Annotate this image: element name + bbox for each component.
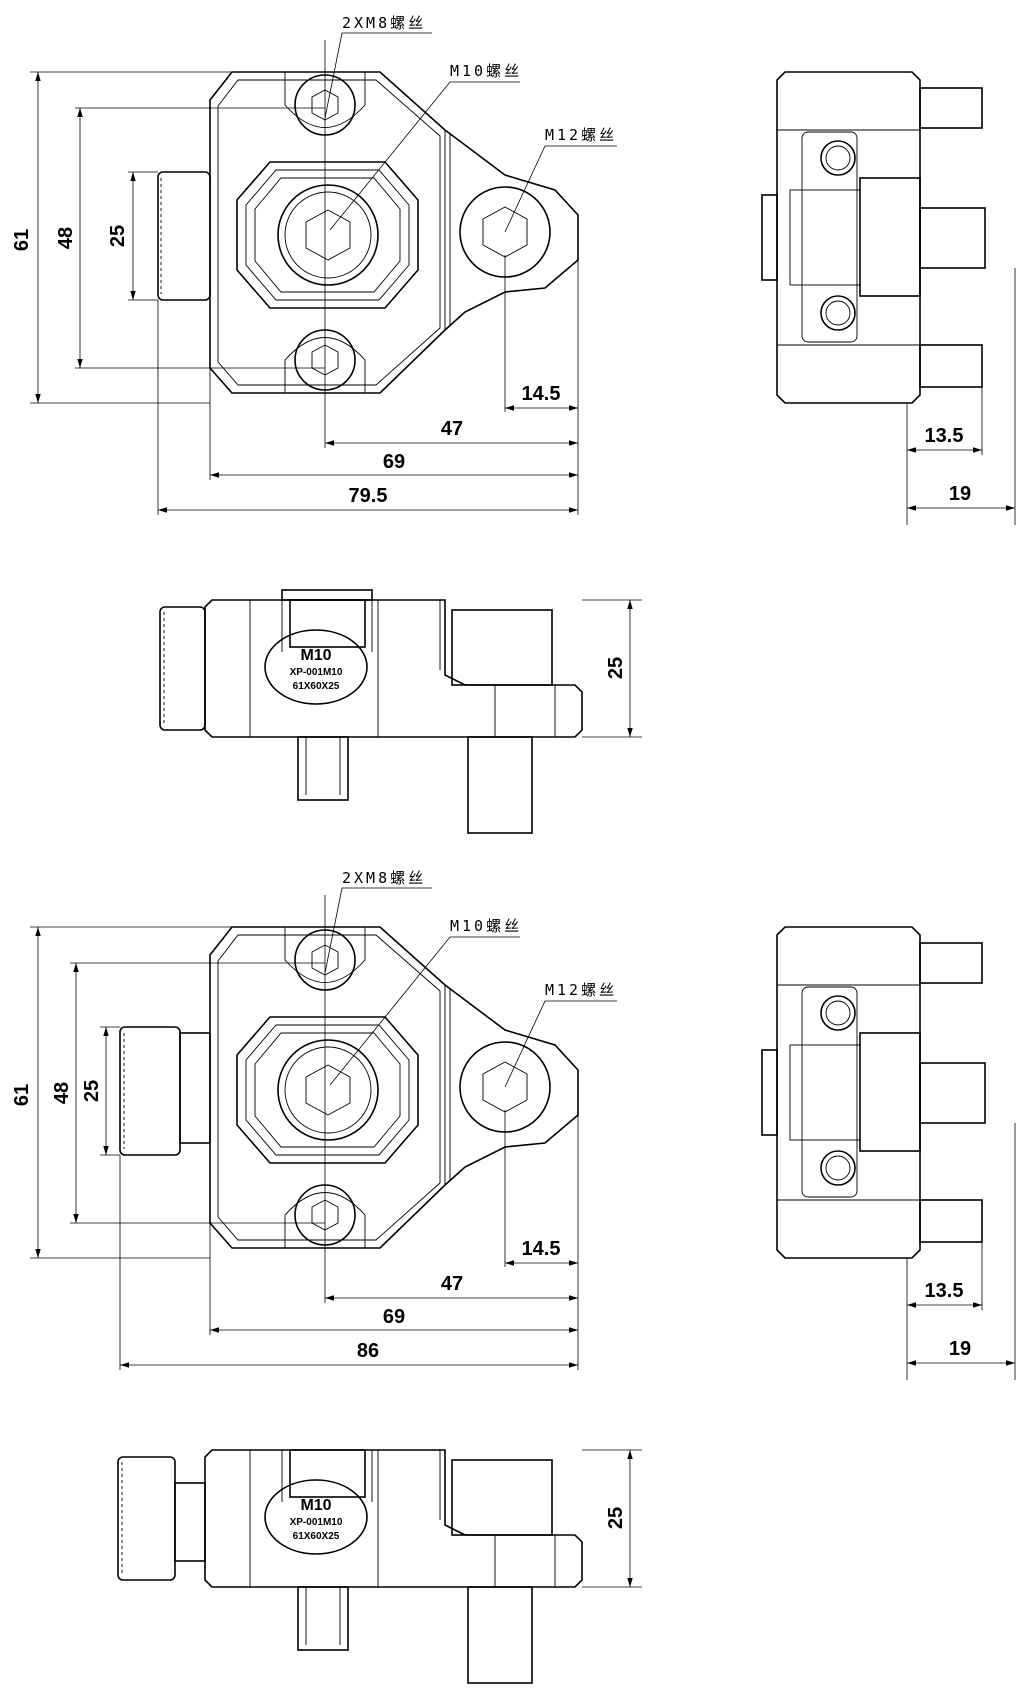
label-plate-line2: XP-001M10 bbox=[290, 667, 343, 678]
dim-height-61: 61 bbox=[11, 229, 33, 251]
label-plate-line3: 61X60X25 bbox=[293, 1531, 340, 1542]
dim-width-79-5: 79.5 bbox=[349, 485, 388, 507]
note-m10: M10螺丝 bbox=[450, 62, 522, 80]
dim-width-69: 69 bbox=[383, 451, 405, 473]
note-2xm8: 2XM8螺丝 bbox=[342, 869, 426, 887]
dim-depth-13-5: 13.5 bbox=[925, 1280, 964, 1302]
dim-height-48: 48 bbox=[55, 227, 77, 249]
dim-width-69: 69 bbox=[383, 1306, 405, 1328]
dim-height-61: 61 bbox=[11, 1084, 33, 1106]
note-m12: M12螺丝 bbox=[545, 126, 617, 144]
note-m10: M10螺丝 bbox=[450, 917, 522, 935]
dim-depth-19: 19 bbox=[949, 1338, 971, 1360]
label-plate-line1: M10 bbox=[300, 1497, 331, 1514]
label-plate-line3: 61X60X25 bbox=[293, 681, 340, 692]
dim-height-25: 25 bbox=[81, 1080, 103, 1102]
note-m12: M12螺丝 bbox=[545, 981, 617, 999]
label-plate-line1: M10 bbox=[300, 647, 331, 664]
dim-front-height-25: 25 bbox=[605, 1507, 627, 1529]
top-view-1 bbox=[30, 32, 617, 515]
dim-depth-13-5: 13.5 bbox=[925, 425, 964, 447]
side-view-2: 13.5 19 bbox=[761, 926, 1016, 1381]
top-view-2-dimensions: 61 48 25 14.5 47 69 86 2XM8螺丝 M10螺丝 M12螺… bbox=[11, 869, 617, 1362]
top-view-2 bbox=[30, 887, 617, 1370]
front-view-1: 25 M10 XP-001M10 61X60X25 bbox=[159, 589, 643, 834]
front-view-2: 25 M10 XP-001M10 61X60X25 bbox=[117, 1449, 643, 1684]
side-view-1: 13.5 19 bbox=[761, 71, 1016, 526]
dim-height-48: 48 bbox=[51, 1082, 73, 1104]
dim-width-14-5: 14.5 bbox=[522, 1238, 561, 1260]
dim-height-25: 25 bbox=[107, 225, 129, 247]
dim-width-47: 47 bbox=[441, 1273, 463, 1295]
dim-width-14-5: 14.5 bbox=[522, 383, 561, 405]
dim-front-height-25: 25 bbox=[605, 657, 627, 679]
note-2xm8: 2XM8螺丝 bbox=[342, 14, 426, 32]
dim-width-86: 86 bbox=[357, 1340, 379, 1362]
dim-width-47: 47 bbox=[441, 418, 463, 440]
dim-depth-19: 19 bbox=[949, 483, 971, 505]
top-view-1-dimensions: 61 48 25 14.5 47 69 79.5 2XM8螺丝 M10螺丝 M1… bbox=[11, 14, 617, 507]
label-plate-line2: XP-001M10 bbox=[290, 1517, 343, 1528]
